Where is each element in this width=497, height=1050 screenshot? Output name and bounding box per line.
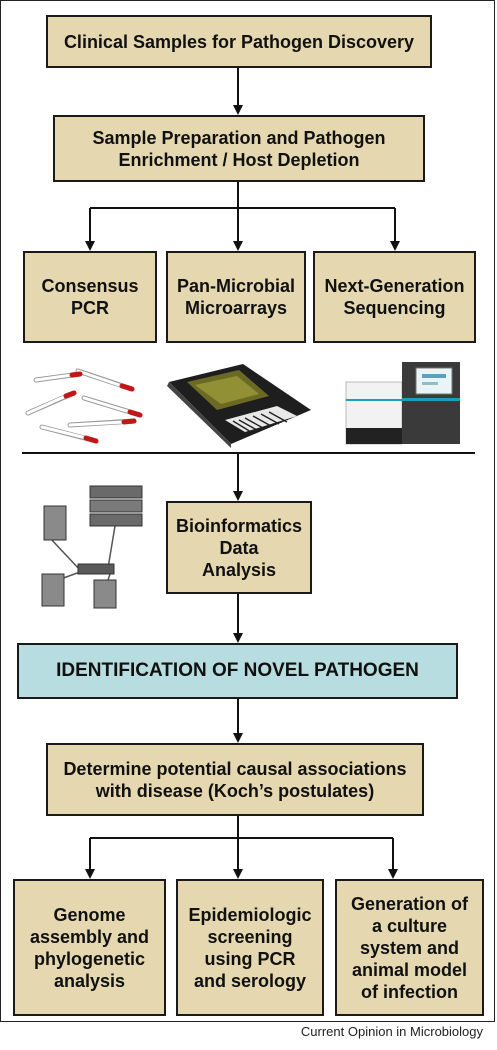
- koch-postulates-box: Determine potential causal associations …: [46, 743, 424, 816]
- pan-microbial-microarrays-box: Pan-Microbial Microarrays: [166, 251, 306, 343]
- sequencer-icon: [345, 362, 460, 445]
- epidemiologic-screening-box: Epidemiologic screening using PCR and se…: [176, 879, 324, 1016]
- bioinformatics-box: Bioinformatics Data Analysis: [166, 501, 312, 594]
- culture-system-box: Generation of a culture system and anima…: [335, 879, 484, 1016]
- identification-box: IDENTIFICATION OF NOVEL PATHOGEN: [17, 643, 458, 699]
- genome-assembly-box: Genome assembly and phylogenetic analysi…: [13, 879, 166, 1016]
- diagram-frame: [0, 0, 495, 1022]
- clinical-samples-box: Clinical Samples for Pathogen Discovery: [46, 15, 432, 68]
- server-network-icon: [41, 485, 143, 609]
- sample-preparation-box: Sample Preparation and Pathogen Enrichme…: [53, 115, 425, 182]
- pcr-tubes-icon: [25, 368, 143, 444]
- credit-text: Current Opinion in Microbiology: [300, 1024, 483, 1039]
- microarray-chip-icon: [167, 364, 311, 448]
- next-generation-sequencing-box: Next-Generation Sequencing: [313, 251, 476, 343]
- consensus-pcr-box: Consensus PCR: [23, 251, 157, 343]
